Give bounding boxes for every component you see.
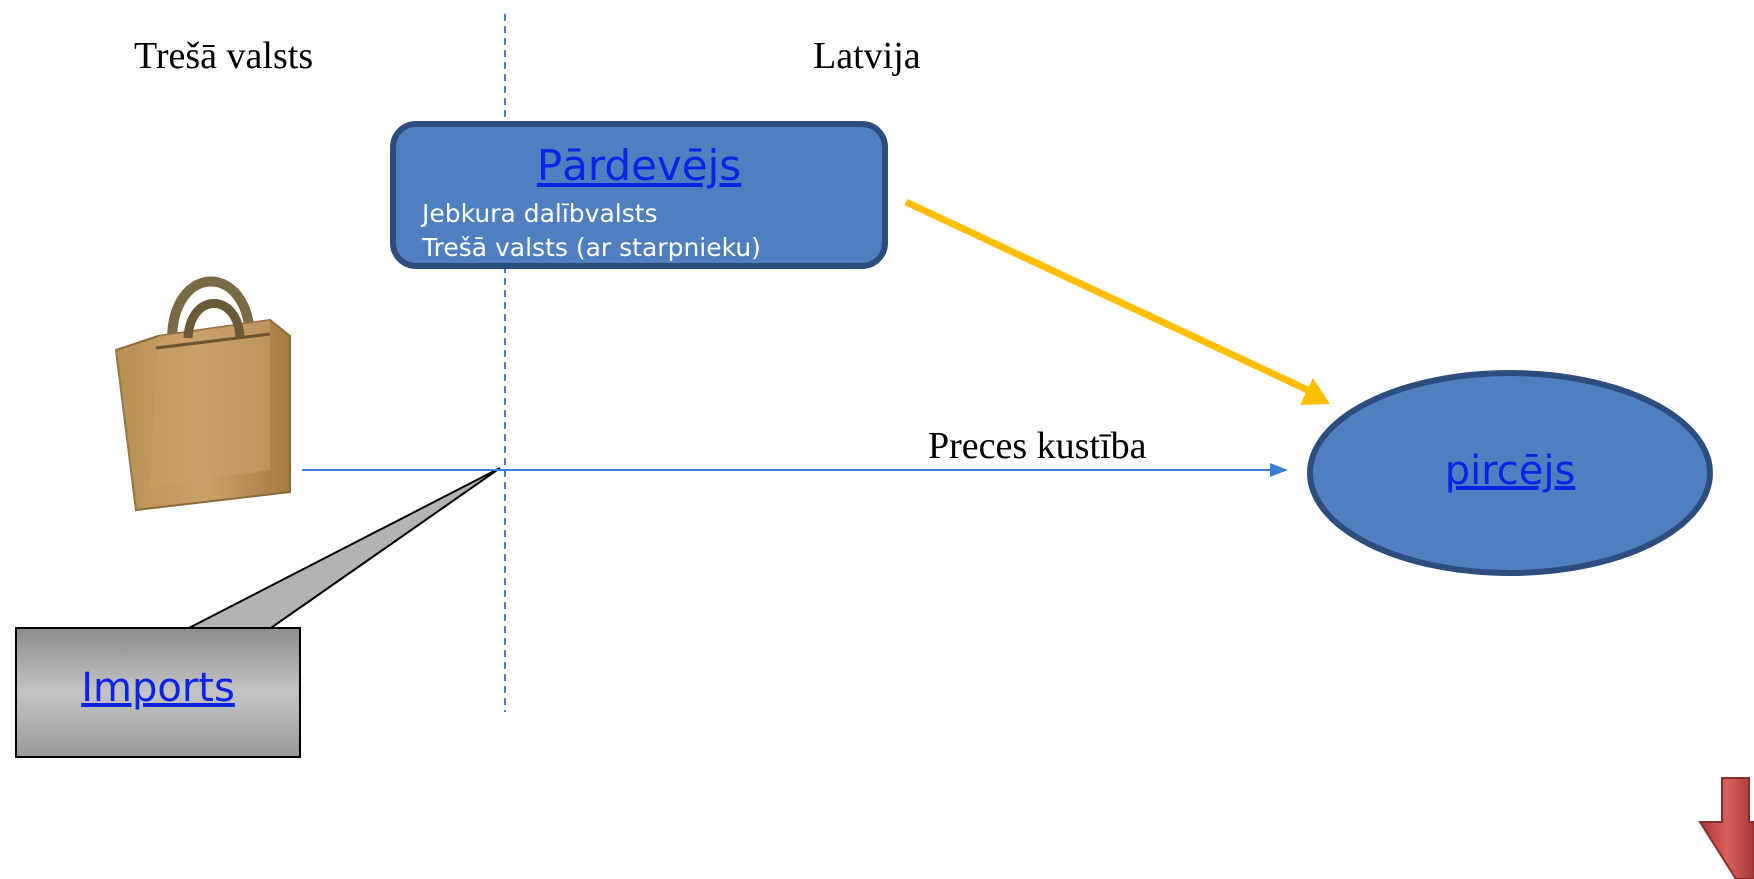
- seller-to-buyer-arrow: [904, 198, 1330, 405]
- seller-link[interactable]: Pārdevējs: [536, 141, 742, 190]
- seller-line-third-country: Trešā valsts (ar starpnieku): [422, 233, 761, 262]
- third-country-label: Trešā valsts: [134, 35, 314, 77]
- buyer-label-container: pircējs: [1300, 448, 1720, 494]
- down-arrow-icon[interactable]: [1698, 777, 1754, 879]
- seller-line-member-state: Jebkura dalībvalsts: [422, 199, 658, 228]
- callout-label-container: Imports: [16, 665, 300, 711]
- seller-box: Pārdevējs Jebkura dalībvalsts Trešā vals…: [390, 121, 888, 269]
- goods-flow-label: Preces kustība: [928, 425, 1147, 467]
- seller-title-container: Pārdevējs: [396, 141, 882, 190]
- buyer-ellipse: [1307, 370, 1713, 576]
- callout-box: [15, 627, 301, 758]
- latvia-label: Latvija: [813, 35, 921, 77]
- imports-link[interactable]: Imports: [81, 665, 235, 711]
- buyer-link[interactable]: pircējs: [1444, 448, 1576, 494]
- goods-flow-arrow: [302, 463, 1288, 477]
- shopping-bag-icon: [114, 276, 291, 512]
